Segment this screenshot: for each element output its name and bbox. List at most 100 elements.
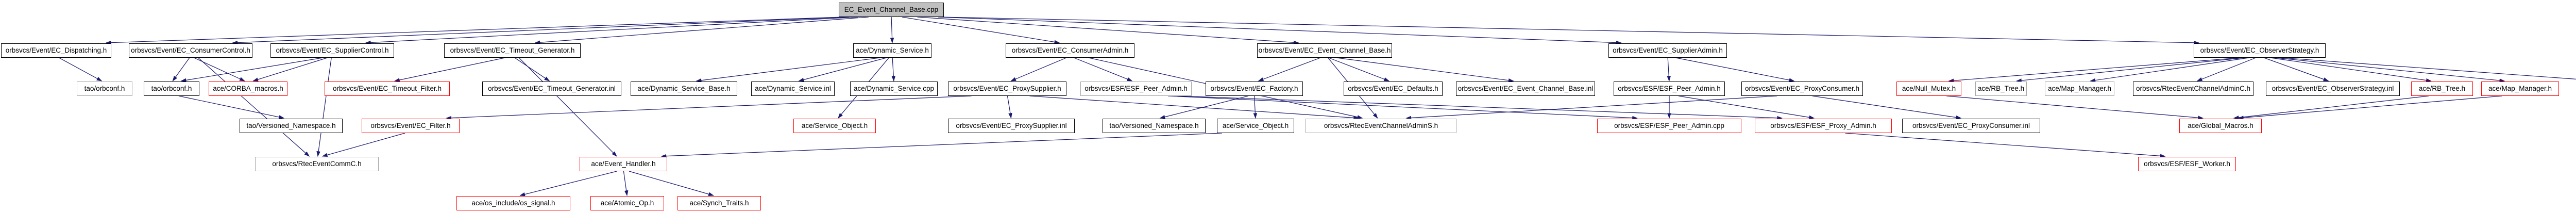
include-edge-ecfilter-to-rtecomm_c bbox=[321, 133, 405, 157]
graph-node-synchtraits[interactable]: ace/Synch_Traits.h bbox=[677, 196, 761, 210]
graph-node-dynservice_inl[interactable]: ace/Dynamic_Service.inl bbox=[751, 81, 835, 96]
include-edge-proxysupplier_h-to-rteca_s bbox=[1029, 95, 1360, 120]
graph-node-globalmacros[interactable]: ace/Global_Macros.h bbox=[2179, 119, 2262, 133]
graph-node-rteca_c[interactable]: orbsvcs/RtecEventChannelAdminC.h bbox=[2133, 81, 2253, 96]
graph-node-consumeradmin[interactable]: orbsvcs/Event/EC_ConsumerAdmin.h bbox=[1006, 43, 1134, 58]
graph-node-ecbase_h[interactable]: orbsvcs/Event/EC_Event_Channel_Base.h bbox=[1257, 43, 1392, 58]
include-edge-root-to-consumeradmin bbox=[902, 17, 1060, 44]
include-edge-ecbase_h-to-ecbase_inl bbox=[1336, 57, 1514, 83]
graph-node-supplieradmin[interactable]: orbsvcs/Event/EC_SupplierAdmin.h bbox=[1608, 43, 1727, 58]
include-edge-observerstrategy_h-to-mapmanager2 bbox=[2275, 57, 2505, 83]
graph-node-dynservice_h[interactable]: ace/Dynamic_Service.h bbox=[853, 43, 931, 58]
include-edge-suppliercontrol-to-rtecomm_c bbox=[316, 57, 332, 157]
include-edge-dynservice_h-to-dynservice_inl bbox=[798, 57, 887, 82]
graph-node-esfworker[interactable]: orbsvcs/ESF/ESF_Worker.h bbox=[2138, 157, 2236, 171]
include-edge-supplieradmin-to-esfpeeradmin2 bbox=[1667, 57, 1671, 82]
graph-node-rbtree1[interactable]: ace/RB_Tree.h bbox=[1975, 81, 2027, 96]
include-edge-root-to-timeoutgen_h bbox=[534, 17, 869, 45]
include-edge-proxyconsumer_h-to-proxyconsumer_inl bbox=[1812, 95, 1962, 120]
include-edge-orbconf2-to-versioned1 bbox=[178, 95, 285, 119]
include-edge-consumeradmin-to-esfpeeradmin1 bbox=[1074, 57, 1133, 81]
graph-node-root[interactable]: EC_Event_Channel_Base.cpp bbox=[839, 3, 944, 17]
include-edge-observerstrategy_h-to-nullmutex2 bbox=[2281, 57, 2576, 80]
include-edge-root-to-ecbase_h bbox=[917, 17, 1299, 45]
graph-node-nullmutex1[interactable]: ace/Null_Mutex.h bbox=[1896, 81, 1961, 96]
include-edge-consumercontrol-to-orbconf2 bbox=[172, 57, 190, 81]
include-edge-dynservice_h-to-dynservice_cpp bbox=[891, 57, 896, 82]
graph-node-dynservicebase[interactable]: ace/Dynamic_Service_Base.h bbox=[631, 81, 737, 96]
include-edge-esfpeeradmin1-to-esfproxyadmin bbox=[1177, 95, 1783, 120]
include-edge-dispatching-to-orbconf1 bbox=[59, 57, 103, 81]
graph-node-atomicop[interactable]: ace/Atomic_Op.h bbox=[590, 196, 664, 210]
include-edge-eventhandler-to-os_signal bbox=[519, 171, 617, 197]
graph-node-observerstrategy_inl[interactable]: orbsvcs/Event/EC_ObserverStrategy.inl bbox=[2266, 81, 2400, 96]
graph-node-serviceobject1[interactable]: ace/Service_Object.h bbox=[793, 119, 876, 133]
include-edge-dynservice_h-to-dynservicebase bbox=[696, 57, 880, 83]
include-edge-observerstrategy_h-to-rbtree1 bbox=[2016, 57, 2244, 83]
graph-node-versioned2[interactable]: tao/Versioned_Namespace.h bbox=[1103, 119, 1206, 133]
graph-node-factory[interactable]: orbsvcs/Event/EC_Factory.h bbox=[1206, 81, 1303, 96]
include-edge-proxysupplier_h-to-ecfilter bbox=[446, 95, 972, 120]
graph-node-proxysupplier_h[interactable]: orbsvcs/Event/EC_ProxySupplier.h bbox=[948, 81, 1066, 96]
graph-node-proxysupplier_inl[interactable]: orbsvcs/Event/EC_ProxySupplier.inl bbox=[948, 119, 1075, 133]
include-edge-ecbase_h-to-defaults bbox=[1328, 57, 1390, 81]
graph-node-timeout_filter[interactable]: orbsvcs/Event/EC_Timeout_Filter.h bbox=[325, 81, 450, 96]
include-edge-serviceobject2-to-eventhandler bbox=[660, 133, 1223, 158]
include-edge-suppliercontrol-to-orbconf2 bbox=[180, 57, 323, 83]
include-edge-consumercontrol-to-rtecomm_c bbox=[198, 57, 310, 157]
graph-node-ecbase_inl[interactable]: orbsvcs/Event/EC_Event_Channel_Base.inl bbox=[1456, 81, 1595, 96]
graph-node-mapmanager2[interactable]: ace/Map_Manager.h bbox=[2481, 81, 2559, 96]
graph-node-proxyconsumer_h[interactable]: orbsvcs/Event/EC_ProxyConsumer.h bbox=[1741, 81, 1863, 96]
include-edge-timeoutgen_h-to-timeoutgen_inl bbox=[514, 57, 550, 81]
graph-node-esfpeeradmin2[interactable]: orbsvcs/ESF/ESF_Peer_Admin.h bbox=[1614, 81, 1725, 96]
include-edge-observerstrategy_h-to-mapmanager1 bbox=[2090, 57, 2249, 83]
graph-node-proxyconsumer_inl[interactable]: orbsvcs/Event/EC_ProxyConsumer.inl bbox=[1902, 119, 2040, 133]
include-edge-observerstrategy_h-to-observerstrategy_inl bbox=[2264, 57, 2329, 81]
include-edge-observerstrategy_h-to-rteca_c bbox=[2196, 57, 2256, 81]
graph-node-timeoutgen_h[interactable]: orbsvcs/Event/EC_Timeout_Generator.h bbox=[444, 43, 581, 58]
graph-node-observerstrategy_h[interactable]: orbsvcs/Event/EC_ObserverStrategy.h bbox=[2194, 43, 2326, 58]
include-edge-root-to-dispatching bbox=[105, 17, 844, 45]
include-edge-factory-to-versioned2 bbox=[1159, 95, 1248, 119]
include-edge-root-to-consumercontrol bbox=[232, 17, 850, 45]
include-edge-esfpeeradmin1-to-esfpeeradmin_cpp bbox=[1168, 95, 1638, 120]
graph-node-esfpeeradmin_cpp[interactable]: orbsvcs/ESF/ESF_Peer_Admin.cpp bbox=[1597, 119, 1741, 133]
graph-node-mapmanager1[interactable]: ace/Map_Manager.h bbox=[2045, 81, 2114, 96]
graph-node-rbtree2[interactable]: ace/RB_Tree.h bbox=[2411, 81, 2473, 96]
include-edge-timeoutgen_h-to-timeout_filter bbox=[394, 57, 505, 82]
graph-node-consumercontrol[interactable]: orbsvcs/Event/EC_ConsumerControl.h bbox=[129, 43, 252, 58]
include-edge-proxyconsumer_h-to-rteca_s bbox=[1405, 95, 1777, 120]
graph-node-versioned1[interactable]: tao/Versioned_Namespace.h bbox=[240, 119, 343, 133]
graph-node-defaults[interactable]: orbsvcs/Event/EC_Defaults.h bbox=[1344, 81, 1443, 96]
graph-node-dispatching[interactable]: orbsvcs/Event/EC_Dispatching.h bbox=[1, 43, 111, 58]
graph-node-orbconf1[interactable]: tao/orbconf.h bbox=[77, 81, 132, 96]
graph-node-timeoutgen_inl[interactable]: orbsvcs/Event/EC_Timeout_Generator.inl bbox=[482, 81, 621, 96]
graph-node-dynservice_cpp[interactable]: ace/Dynamic_Service.cpp bbox=[850, 81, 938, 96]
graph-node-esfproxyadmin[interactable]: orbsvcs/ESF/ESF_Proxy_Admin.h bbox=[1755, 119, 1892, 133]
graph-node-eventhandler[interactable]: ace/Event_Handler.h bbox=[580, 157, 667, 171]
graph-node-suppliercontrol[interactable]: orbsvcs/Event/EC_SupplierControl.h bbox=[270, 43, 394, 58]
graph-node-rteca_s[interactable]: orbsvcs/RtecEventChannelAdminS.h bbox=[1306, 119, 1456, 133]
include-edge-ecbase_h-to-factory bbox=[1258, 57, 1321, 81]
include-edge-root-to-dynservice_h bbox=[890, 17, 894, 44]
include-edge-eventhandler-to-atomicop bbox=[623, 171, 629, 197]
include-edge-root-to-observerstrategy_h bbox=[938, 17, 2200, 45]
include-edge-mapmanager2-to-globalmacros bbox=[2238, 95, 2502, 120]
include-edge-suppliercontrol-to-corba_macros bbox=[252, 57, 328, 81]
include-edge-nullmutex1-to-globalmacros bbox=[1946, 95, 2204, 120]
include-edge-proxysupplier_h-to-proxysupplier_inl bbox=[1007, 95, 1012, 119]
graph-node-serviceobject2[interactable]: ace/Service_Object.h bbox=[1217, 119, 1294, 133]
graph-node-corba_macros[interactable]: ace/CORBA_macros.h bbox=[209, 81, 287, 96]
graph-node-esfpeeradmin1[interactable]: orbsvcs/ESF/ESF_Peer_Admin.h bbox=[1080, 81, 1192, 96]
graph-node-orbconf2[interactable]: tao/orbconf.h bbox=[144, 81, 199, 96]
include-edge-rbtree2-to-globalmacros bbox=[2233, 95, 2429, 120]
include-edge-supplieradmin-to-proxyconsumer_h bbox=[1675, 57, 1795, 82]
graph-node-ecfilter[interactable]: orbsvcs/Event/EC_Filter.h bbox=[362, 119, 460, 133]
include-edge-consumeradmin-to-proxysupplier_h bbox=[1010, 57, 1066, 81]
graph-node-rtecomm_c[interactable]: orbsvcs/RtecEventCommC.h bbox=[255, 157, 379, 171]
include-edge-factory-to-serviceobject2 bbox=[1253, 95, 1258, 119]
include-edge-observerstrategy_h-to-rbtree2 bbox=[2270, 57, 2432, 83]
graph-node-os_signal[interactable]: ace/os_include/os_signal.h bbox=[456, 196, 570, 210]
